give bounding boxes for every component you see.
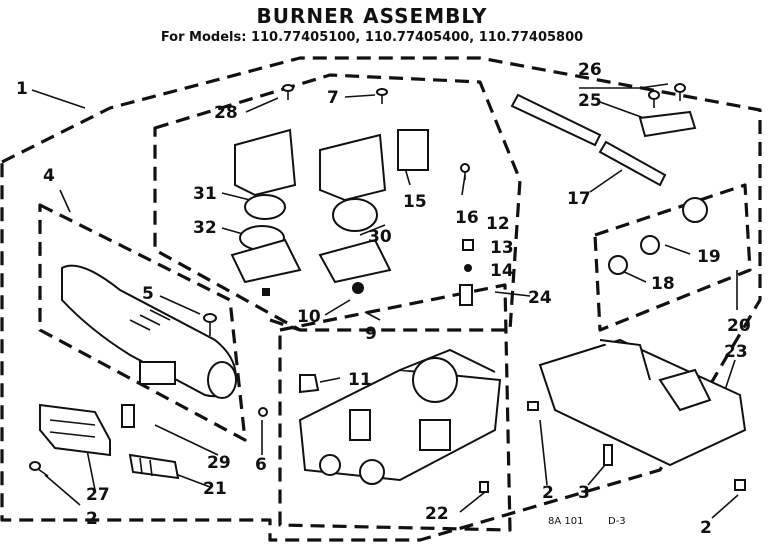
callout-32: 32 bbox=[193, 218, 217, 238]
callout-19: 19 bbox=[697, 247, 721, 267]
screw-22 bbox=[479, 481, 489, 493]
gas-valve-body bbox=[298, 348, 502, 485]
clip-25 bbox=[638, 110, 697, 138]
nut-18 bbox=[608, 255, 628, 275]
callout-11: 11 bbox=[348, 370, 372, 390]
callout-28: 28 bbox=[214, 103, 238, 123]
callout-12: 12 bbox=[486, 214, 510, 234]
callout-2-right: 2 bbox=[700, 518, 712, 538]
cover-15 bbox=[397, 129, 429, 171]
drawing-code: 8A 101 bbox=[548, 516, 583, 527]
manifold-boundary bbox=[38, 203, 247, 442]
screw-5 bbox=[203, 313, 217, 336]
ball-13 bbox=[464, 264, 472, 272]
nut-10 bbox=[262, 288, 270, 296]
orifice-19 bbox=[640, 197, 708, 255]
callout-27: 27 bbox=[86, 485, 110, 505]
bracket-boundary bbox=[269, 318, 301, 332]
washer-6 bbox=[258, 407, 268, 417]
callout-5: 5 bbox=[142, 284, 154, 304]
callout-9: 9 bbox=[365, 324, 377, 344]
callout-3: 3 bbox=[578, 483, 590, 503]
callout-14: 14 bbox=[490, 261, 514, 281]
valve-bracket-right bbox=[318, 133, 392, 284]
callout-30: 30 bbox=[368, 227, 392, 247]
screw-28 bbox=[282, 84, 294, 100]
callout-2-mid: 2 bbox=[542, 483, 554, 503]
callout-29: 29 bbox=[207, 453, 231, 473]
screw-2-mid bbox=[527, 401, 539, 411]
models-subtitle: For Models: 110.77405100, 110.77405400, … bbox=[160, 30, 584, 45]
callout-18: 18 bbox=[651, 274, 675, 294]
nut-12 bbox=[462, 239, 474, 251]
callout-21: 21 bbox=[203, 479, 227, 499]
burner-tube bbox=[61, 264, 237, 399]
spark-igniter-21 bbox=[128, 453, 180, 480]
spring-14 bbox=[459, 284, 473, 306]
callout-6: 6 bbox=[255, 455, 267, 475]
callout-22: 22 bbox=[425, 504, 449, 524]
valve-group-boundary bbox=[153, 73, 522, 332]
callout-31: 31 bbox=[193, 184, 217, 204]
screw-2-right bbox=[734, 479, 746, 491]
callout-13: 13 bbox=[490, 238, 514, 258]
diagram-title: BURNER ASSEMBLY bbox=[256, 4, 488, 28]
tube-17 bbox=[510, 93, 667, 187]
screw-2-left bbox=[29, 461, 49, 477]
page-code: D-3 bbox=[608, 516, 626, 527]
callout-7: 7 bbox=[327, 88, 339, 108]
callout-15: 15 bbox=[403, 192, 427, 212]
callout-25: 25 bbox=[578, 91, 602, 111]
callout-26: 26 bbox=[578, 60, 602, 80]
orifice-boundary bbox=[593, 183, 752, 332]
gas-valve-boundary bbox=[278, 283, 512, 532]
callout-17: 17 bbox=[567, 189, 591, 209]
plate-29 bbox=[121, 404, 135, 428]
callout-2-left: 2 bbox=[86, 509, 98, 529]
screw-16 bbox=[460, 163, 470, 180]
outer-assembly-boundary bbox=[0, 56, 762, 542]
screw-7 bbox=[376, 88, 388, 104]
leader-lines bbox=[31, 83, 739, 519]
screws-26 bbox=[648, 83, 686, 108]
callout-16: 16 bbox=[455, 208, 479, 228]
valve-bracket-left bbox=[230, 128, 302, 284]
screw-3 bbox=[603, 444, 613, 466]
bracket-27 bbox=[39, 403, 111, 457]
support-bracket-23 bbox=[538, 338, 747, 467]
callout-1: 1 bbox=[16, 79, 28, 99]
callout-10: 10 bbox=[297, 307, 321, 327]
callout-4: 4 bbox=[43, 166, 55, 186]
callout-23: 23 bbox=[724, 342, 748, 362]
nut-11 bbox=[299, 374, 320, 394]
callout-20: 20 bbox=[727, 316, 751, 336]
grommet-9 bbox=[352, 282, 364, 294]
callout-24: 24 bbox=[528, 288, 552, 308]
